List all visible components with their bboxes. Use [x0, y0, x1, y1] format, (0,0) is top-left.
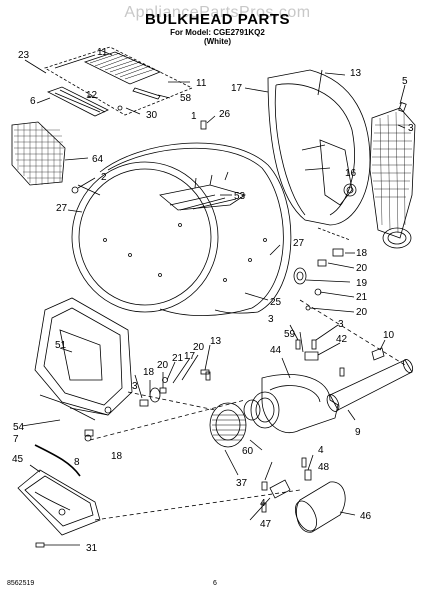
part-callout-p42: 42	[336, 334, 348, 345]
part-callout-p20a: 20	[356, 263, 368, 274]
part-callout-p18b: 18	[143, 367, 155, 378]
motor-clip-47	[249, 461, 291, 521]
part-callout-p3d: 3	[132, 381, 138, 392]
part-callout-p4b: 4	[260, 498, 266, 509]
document-number: 8562519	[7, 580, 35, 587]
part-callout-p12: 12	[86, 90, 98, 101]
model-subtitle: For Model: CGE2791KQ2	[170, 28, 265, 37]
exhaust-tube-9	[326, 359, 414, 421]
part-callout-p25: 25	[270, 297, 282, 308]
front-bulkhead-54	[21, 297, 133, 442]
part-callout-p30: 30	[146, 110, 158, 121]
part-callout-p58: 58	[180, 93, 192, 104]
top-panel-assembly	[24, 46, 193, 117]
part-callout-p4a: 4	[318, 445, 324, 456]
part-callout-p19: 19	[356, 278, 368, 289]
part-callout-p5: 5	[402, 76, 408, 87]
part-callout-p2: 2	[101, 172, 107, 183]
part-callout-p59: 59	[284, 329, 296, 340]
fasteners-mid	[200, 324, 386, 377]
part-callout-p3c: 3	[338, 319, 344, 330]
part-callout-p11b: 11	[196, 78, 207, 89]
part-callout-p37: 37	[236, 478, 248, 489]
part-callout-p20b: 20	[356, 307, 368, 318]
part-callout-p7: 7	[13, 434, 19, 445]
part-callout-p31: 31	[86, 543, 98, 554]
part-callout-p47: 47	[260, 519, 272, 530]
part-callout-p13a: 13	[350, 68, 362, 79]
part-callout-p20d: 20	[193, 342, 205, 353]
part-callout-p17b: 17	[184, 351, 196, 362]
part-callout-p23: 23	[18, 50, 30, 61]
part-callout-p1: 1	[191, 111, 197, 122]
watermark: AppliancePartsPros.com	[124, 4, 311, 21]
part-callout-p21b: 21	[172, 353, 184, 364]
part-callout-p3b: 3	[268, 314, 274, 325]
part-callout-p13b: 13	[210, 336, 222, 347]
drive-belt-7	[34, 444, 81, 477]
part-callout-p6: 6	[30, 96, 36, 107]
part-callout-p64: 64	[92, 154, 104, 165]
part-callout-p45: 45	[12, 454, 24, 465]
part-callout-p60: 60	[242, 446, 254, 457]
roller-hardware-right	[293, 227, 355, 313]
part-callout-p17: 17	[231, 83, 243, 94]
blower-housing-44	[243, 357, 339, 433]
part-callout-p3a: 3	[408, 123, 414, 134]
part-callout-p9: 9	[355, 427, 361, 438]
color-variant: (White)	[203, 37, 232, 46]
screw-13	[205, 371, 211, 381]
part-callout-p21a: 21	[356, 292, 368, 303]
page-number: 6	[213, 580, 217, 587]
part-callout-p54: 54	[13, 422, 25, 433]
screw-31	[35, 542, 80, 548]
lint-filter-64	[11, 121, 96, 194]
rear-bulkhead-17	[244, 69, 371, 226]
part-callout-p44: 44	[270, 345, 282, 356]
heater-duct-5	[369, 84, 416, 249]
part-callout-p51: 51	[55, 340, 67, 351]
part-callout-p8: 8	[74, 457, 80, 468]
part-callout-p53: 53	[234, 191, 246, 202]
toe-kick-45	[17, 464, 101, 536]
part-callout-p18a: 18	[356, 248, 368, 259]
roller-hardware-left	[84, 354, 199, 437]
part-callout-p48: 48	[318, 462, 330, 473]
part-callout-p46: 46	[360, 511, 372, 522]
page-title: BULKHEAD PARTS	[144, 11, 291, 28]
drum-25	[67, 115, 292, 317]
part-callout-p16: 16	[345, 168, 357, 179]
part-callout-p20c: 20	[157, 360, 169, 371]
part-callout-p27b: 27	[293, 238, 305, 249]
part-callout-p10: 10	[383, 330, 395, 341]
part-callout-p26: 26	[219, 109, 231, 120]
part-callout-p27a: 27	[56, 203, 68, 214]
part-callout-p18c: 18	[111, 451, 123, 462]
blower-wheel-37	[209, 402, 263, 476]
part-callout-p11a: 11	[97, 47, 108, 58]
